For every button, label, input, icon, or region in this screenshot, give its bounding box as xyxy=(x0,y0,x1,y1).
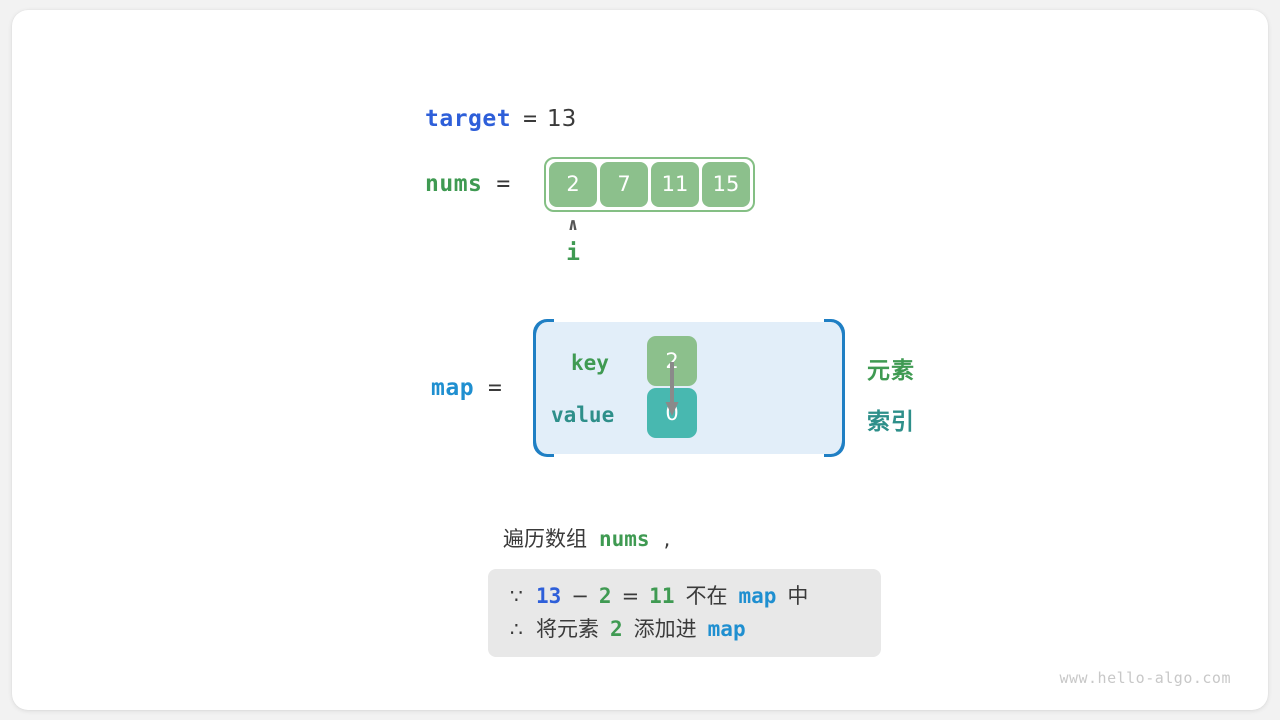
map-equals-sign: = xyxy=(488,375,502,401)
figure-card: target = 13 nums = 2 7 11 15 ∧ i map = xyxy=(12,10,1268,710)
map-container: key value 2 0 xyxy=(533,319,845,457)
nums-cell: 15 xyxy=(702,162,750,207)
index-pointer-label: i xyxy=(566,240,580,266)
note-code-map: map xyxy=(738,584,777,608)
target-variable-name: target xyxy=(425,106,512,132)
note-minus-sign: − xyxy=(571,584,589,608)
index-pointer: ∧ i xyxy=(545,215,601,266)
note-result: 11 xyxy=(649,584,675,608)
nums-cell: 11 xyxy=(651,162,699,207)
caption-line: 遍历数组 nums , xyxy=(503,523,670,553)
nums-variable-name: nums xyxy=(425,171,483,197)
because-symbol: ∵ xyxy=(510,584,523,608)
caret-up-icon: ∧ xyxy=(567,215,579,235)
note-operand-b: 2 xyxy=(598,584,612,608)
note-equals-sign: = xyxy=(621,584,640,608)
nums-cell: 7 xyxy=(600,162,648,207)
target-equals-sign: = xyxy=(523,106,537,132)
map-key-cell: 2 xyxy=(647,336,697,386)
side-label-element: 元素 xyxy=(867,358,915,384)
note-box: ∵ 13 − 2 = 11 不在 map 中 ∴ 将元素 2 添加进 map xyxy=(488,569,881,657)
note-line-1: ∵ 13 − 2 = 11 不在 map 中 xyxy=(510,580,859,613)
map-assignment-label: map = xyxy=(431,372,502,404)
target-assignment: target = 13 xyxy=(425,103,576,135)
map-value-cell: 0 xyxy=(647,388,697,438)
map-corner-top-left xyxy=(533,319,554,340)
caption-code: nums xyxy=(599,527,650,551)
map-value-label: value xyxy=(551,403,615,427)
watermark: www.hello-algo.com xyxy=(1059,669,1231,687)
nums-cell: 2 xyxy=(549,162,597,207)
side-label-index: 索引 xyxy=(867,409,915,435)
note-text: 不在 xyxy=(685,584,728,608)
target-value: 13 xyxy=(546,106,577,132)
map-corner-bottom-right xyxy=(824,436,845,457)
map-corner-bottom-left xyxy=(533,436,554,457)
nums-assignment-label: nums = xyxy=(425,168,510,200)
note-tail: 中 xyxy=(787,584,809,608)
note-line-2: ∴ 将元素 2 添加进 map xyxy=(510,613,859,646)
map-corner-top-right xyxy=(824,319,845,340)
note-text-2: 将元素 xyxy=(536,617,599,641)
nums-equals-sign: = xyxy=(496,171,511,197)
caption-suffix: , xyxy=(663,527,671,551)
note-operand-a: 13 xyxy=(536,584,562,608)
note-num-2: 2 xyxy=(610,617,623,641)
note-text-3: 添加进 xyxy=(633,617,697,641)
map-key-label: key xyxy=(571,351,609,375)
map-variable-name: map xyxy=(431,375,475,401)
nums-array: 2 7 11 15 xyxy=(544,157,755,212)
caption-prefix: 遍历数组 xyxy=(503,527,587,551)
note-code-map-2: map xyxy=(707,617,746,641)
therefore-symbol: ∴ xyxy=(510,617,523,641)
